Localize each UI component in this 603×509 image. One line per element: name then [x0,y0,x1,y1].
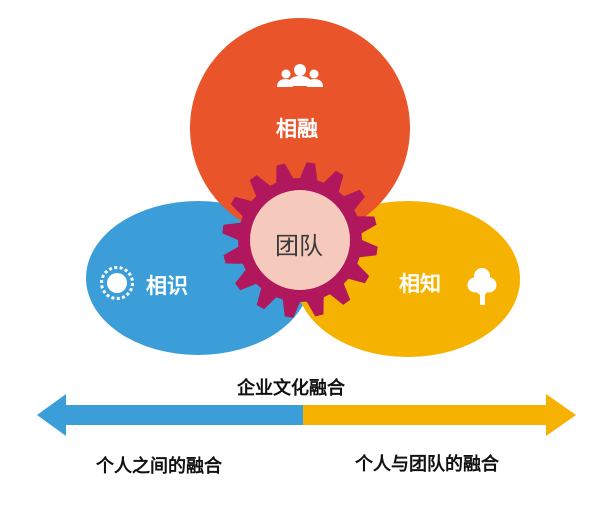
right-arrowhead [546,394,576,436]
sun-icon [100,266,134,300]
arrow-left-segment [58,405,303,425]
right-caption: 个人与团队的融合 [355,454,499,475]
double-arrow [37,394,576,436]
center-disc [250,190,350,290]
arrow-right-segment [303,405,549,425]
left-circle-label: 相识 [146,274,188,298]
center-label: 团队 [275,232,323,260]
tree-icon [467,268,497,305]
right-circle-label: 相知 [399,272,441,296]
people-group-icon [277,64,323,87]
left-arrowhead [37,394,66,436]
spectrum-title: 企业文化融合 [237,378,345,399]
top-circle-label: 相融 [276,117,318,141]
left-caption: 个人之间的融合 [96,456,222,477]
top-circle [190,18,410,238]
